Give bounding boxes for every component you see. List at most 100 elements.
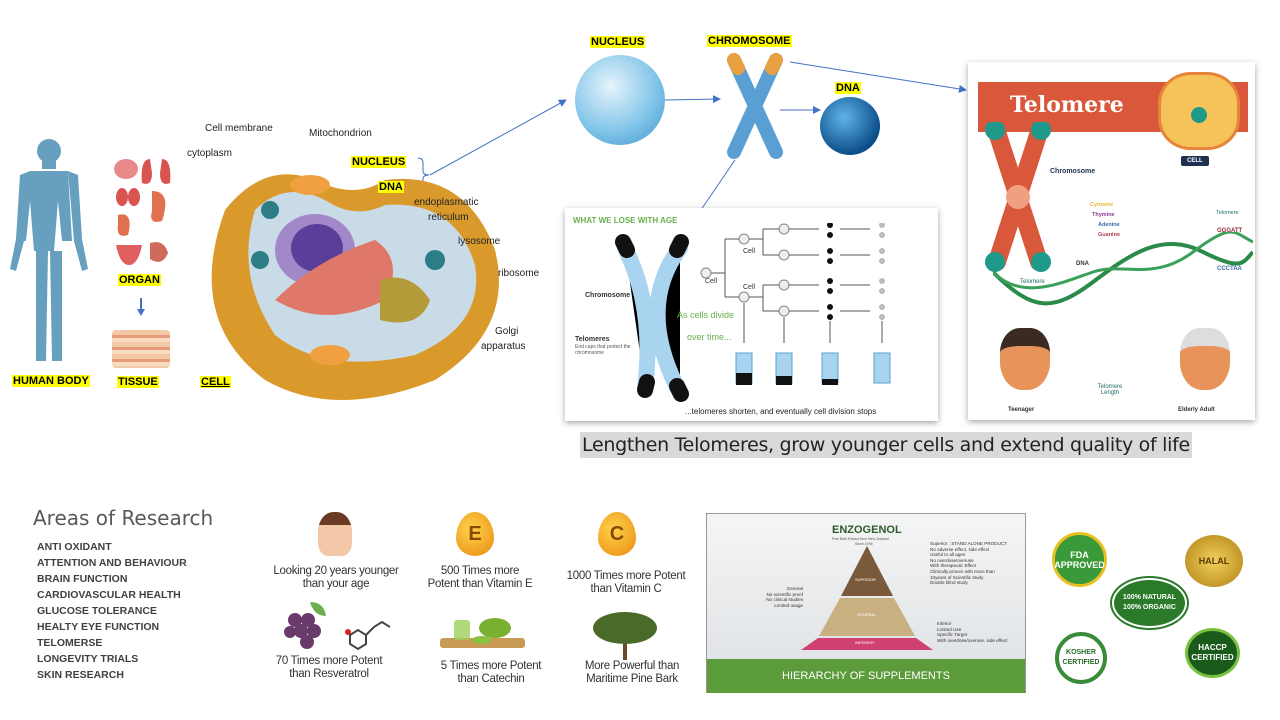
er-label: endoplasmatic	[414, 197, 479, 208]
aging-footer: ...telomeres shorten, and eventually cel…	[685, 407, 877, 416]
note: Clinically proven with more than	[930, 568, 995, 574]
research-item: ANTI OXIDANT	[37, 541, 112, 553]
tier-general: GENERAL	[857, 612, 877, 617]
teenager-label: Teenager	[1008, 407, 1035, 413]
teenager-face	[1000, 328, 1050, 390]
aging-panel: WHAT WE LOSE WITH AGE Chromosome Telomer…	[565, 208, 938, 421]
telomere-title: Telomere	[1010, 92, 1124, 118]
telomere-panel: Telomere CELL Chromosome DNA Telomere Cy…	[968, 62, 1255, 420]
note: No clinical studies	[766, 597, 803, 603]
golgi-label: Golgi	[495, 326, 519, 337]
note: No adverse effect, side effect	[930, 546, 990, 552]
vitamin-e-letter: E	[468, 522, 482, 545]
organic-badge: 100% NATURAL 100% ORGANIC	[1112, 578, 1187, 628]
telomere-length-label: Telomere Length	[1097, 384, 1123, 396]
note: Double blind study	[930, 580, 968, 586]
research-item: LONGEVITY TRIALS	[37, 653, 139, 665]
note: Superior : STAND ALONE PRODUCT	[930, 541, 1008, 546]
cell-division-tree	[700, 223, 891, 385]
cell-diagram	[195, 140, 515, 400]
cytoplasm-label: cytoplasm	[187, 148, 233, 159]
nucleus-title: NUCLEUS	[590, 36, 646, 48]
benefit-catechin: 5 Times more Potent than Catechin	[440, 660, 542, 685]
human-body-figure	[8, 135, 90, 370]
arrow-down-icon	[137, 298, 145, 316]
note: With therapeutic Effect	[930, 563, 977, 569]
benefit-resveratrol: 70 Times more Potent than Resveratrol	[275, 655, 383, 680]
thymine-label: Thymine	[1092, 212, 1115, 218]
benefit-vitamin-e: 500 Times more Potent than Vitamin E	[427, 565, 533, 590]
dna-sphere	[820, 97, 880, 155]
enzogenol-logo: ENZOGENOL	[832, 524, 902, 536]
note: No scientific proof	[766, 591, 803, 597]
telomere-chromosome	[985, 122, 1051, 272]
note: Specific Target	[937, 632, 968, 638]
dna-title: DNA	[835, 82, 861, 94]
telomeres-desc: End caps that protect the chromosome	[575, 344, 631, 356]
vitamin-c-icon: C	[598, 512, 636, 556]
as-cells-divide: As cells divide	[677, 310, 735, 320]
golgi-label-2: apparatus	[481, 341, 526, 352]
note: Limited usage	[774, 602, 803, 608]
supplements-card: ENZOGENOL Pine Bark Extract from New Zea…	[706, 513, 1026, 693]
tier-superior: SUPERIOR	[855, 577, 876, 582]
supplement-pyramid	[801, 546, 933, 650]
note: 10years of Scientific study	[930, 574, 984, 580]
guanine-label: Guanine	[1098, 232, 1121, 238]
vitamin-e-icon: E	[456, 512, 494, 556]
caption: Lengthen Telomeres, grow younger cells a…	[580, 432, 1192, 458]
research-item: CARDIOVASCULAR HEALTH	[37, 589, 181, 601]
halal-badge: HALAL	[1185, 535, 1243, 587]
research-item: SKIN RESEARCH	[37, 669, 124, 681]
dna-helix	[993, 232, 1253, 306]
tissue-image	[112, 330, 170, 368]
cell-membrane-label: Cell membrane	[205, 123, 273, 134]
elderly-label: Elderly Adult	[1178, 407, 1215, 413]
note: No overdose/overuse	[930, 557, 974, 563]
research-title: Areas of Research	[33, 506, 214, 530]
human-body-label: HUMAN BODY	[12, 375, 90, 387]
tier-inferior: INFERIOR	[855, 640, 875, 645]
cell-node-label: Cell	[743, 248, 756, 255]
cell-node-label: Cell	[743, 284, 756, 291]
face-icon	[318, 512, 352, 556]
cell-label: CELL	[200, 376, 231, 388]
research-item: HEALTY EYE FUNCTION	[37, 621, 160, 633]
telomeres-label: Telomeres	[575, 336, 610, 343]
tree-icon	[590, 610, 660, 660]
top-sequence: GGGATT	[1217, 228, 1243, 234]
research-item: BRAIN FUNCTION	[37, 573, 128, 585]
cytosine-label: Cytosine	[1090, 202, 1114, 208]
vitamin-c-letter: C	[609, 522, 625, 545]
tissue-label: TISSUE	[117, 376, 159, 388]
aging-title: WHAT WE LOSE WITH AGE	[573, 216, 678, 225]
dna-label: DNA	[378, 181, 404, 193]
chromosome-image	[720, 52, 790, 160]
cell-tag: CELL	[1181, 156, 1209, 166]
nucleus-label: NUCLEUS	[351, 156, 407, 168]
green-tea-icon	[440, 612, 525, 654]
fda-badge: FDA APPROVED	[1052, 532, 1107, 587]
benefit-vitamin-c: 1000 Times more Potent than Vitamin C	[566, 570, 686, 595]
chromosome-label: Chromosome	[585, 292, 631, 299]
research-item: ATTENTION AND BEHAVIOUR	[37, 557, 187, 569]
lysosome-label: lysosome	[458, 236, 501, 247]
aging-chromosome	[615, 234, 689, 402]
organs-image	[110, 155, 176, 270]
elderly-face	[1180, 328, 1230, 390]
grapes-icon	[280, 600, 391, 655]
brand-since: Since 1996	[855, 542, 873, 546]
cell-node-label: Cell	[705, 278, 718, 285]
benefit-pine-bark: More Powerful than Maritime Pine Bark	[584, 660, 680, 685]
note: Useful to all ages	[930, 552, 966, 558]
supplements-footer: HIERARCHY OF SUPPLEMENTS	[707, 659, 1025, 693]
bottom-sequence: CCCTAA	[1217, 266, 1242, 272]
research-list: ANTI OXIDANT ATTENTION AND BEHAVIOUR BRA…	[37, 539, 187, 683]
note: With overdose/overuse, side effect	[937, 637, 1008, 643]
note: General	[786, 586, 803, 591]
adenine-label: Adenine	[1098, 222, 1120, 228]
mitochondrion-label: Mitochondrion	[309, 128, 372, 139]
